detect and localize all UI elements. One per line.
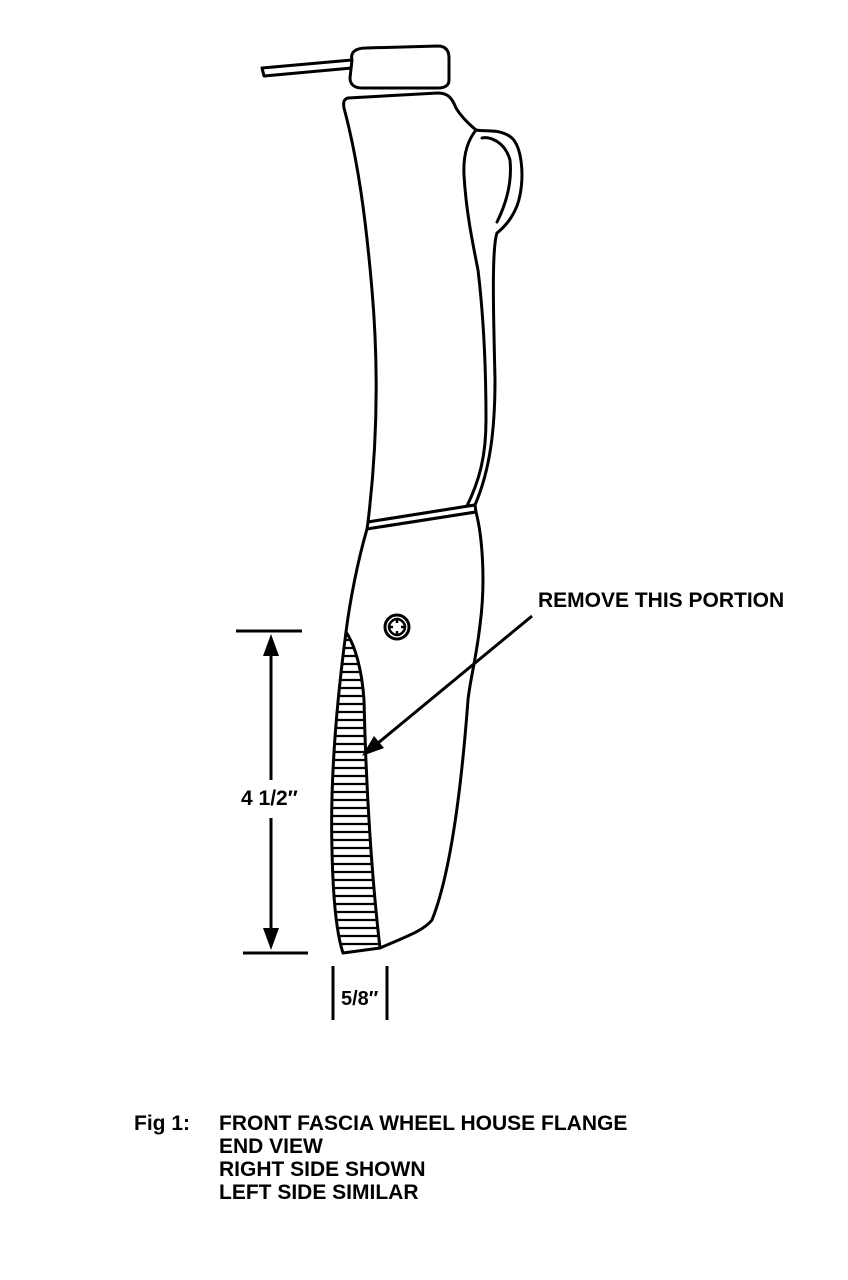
- clip-tab: [260, 58, 354, 78]
- lower-inner-line: [344, 630, 382, 950]
- width-dimension-label: 5/8″: [341, 988, 379, 1010]
- caption-line: RIGHT SIDE SHOWN: [219, 1158, 426, 1181]
- upper-inner-line: [462, 128, 488, 510]
- caption-line: END VIEW: [219, 1135, 323, 1158]
- callout-arrow: [362, 614, 533, 756]
- height-dimension: [236, 629, 308, 955]
- width-dimension: [331, 966, 389, 1020]
- upper-body: [342, 91, 524, 524]
- caption-line: FRONT FASCIA WHEEL HOUSE FLANGE: [219, 1112, 628, 1135]
- height-dimension-label: 4 1/2″: [241, 787, 298, 810]
- lower-body: [330, 510, 485, 955]
- figure-number: Fig 1:: [134, 1112, 190, 1135]
- fascia-part-outline: [260, 44, 524, 955]
- caption-line: LEFT SIDE SIMILAR: [219, 1181, 419, 1204]
- clip-head: [348, 44, 451, 90]
- callout-label: REMOVE THIS PORTION: [538, 589, 785, 612]
- caption-text: FRONT FASCIA WHEEL HOUSE FLANGE END VIEW…: [219, 1112, 627, 1204]
- fastener-icon: [383, 613, 411, 641]
- bump-inner: [480, 136, 512, 224]
